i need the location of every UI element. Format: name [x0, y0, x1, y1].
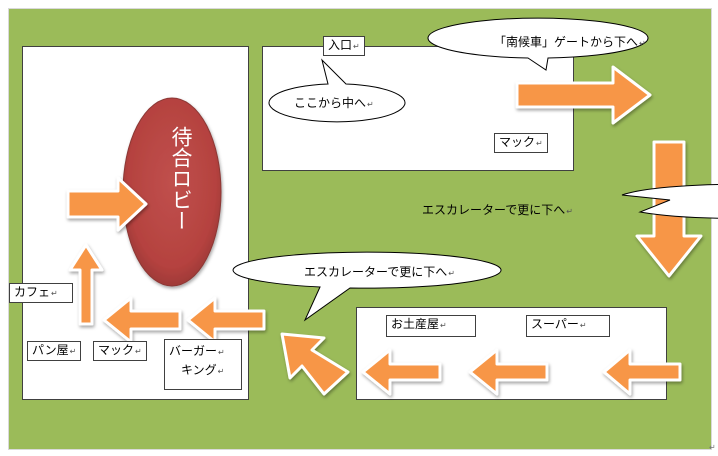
return-mark: ↵ — [709, 443, 716, 452]
entrance-label: 入口↵ — [323, 36, 365, 56]
mac-top-label: マック↵ — [494, 133, 548, 153]
supermarket-label: スーパー↵ — [526, 315, 610, 337]
arrow-left-lower-1 — [186, 296, 266, 344]
arrow-diagonal-up-left — [280, 332, 350, 396]
callout-escalator-left — [232, 251, 502, 322]
callout-escalator-left-text: エスカレーターで更に下へ↵ — [304, 265, 455, 279]
cafe-label: カフェ↵ — [9, 283, 73, 303]
arrow-up-left — [68, 243, 104, 326]
callout-gate — [427, 17, 649, 71]
arrow-left-shop-3 — [361, 348, 442, 396]
arrow-right-top — [515, 65, 652, 125]
arrow-left-lower-2 — [102, 296, 182, 344]
callout-escalator-right — [621, 184, 718, 219]
souvenir-label: お土産屋↵ — [386, 315, 476, 337]
arrow-right-lobby — [66, 176, 148, 232]
mac-bottom-label: マック↵ — [93, 341, 147, 361]
callout-escalator-right-text: エスカレーターで更に下へ↵ — [422, 203, 573, 217]
waiting-lobby-label: 待合ロビー — [169, 126, 193, 231]
bakery-label: パン屋↵ — [27, 341, 82, 361]
callout-start-here-text: ここから中へ↵ — [294, 96, 374, 110]
callout-gate-text: 「南候車」ゲートから下へ↵ — [494, 35, 646, 49]
callout-start-here — [268, 58, 406, 123]
arrow-left-shop-2 — [468, 348, 549, 396]
burger-king-label: バーガー↵ キング↵ — [164, 339, 242, 390]
arrow-left-shop-1 — [602, 348, 682, 396]
